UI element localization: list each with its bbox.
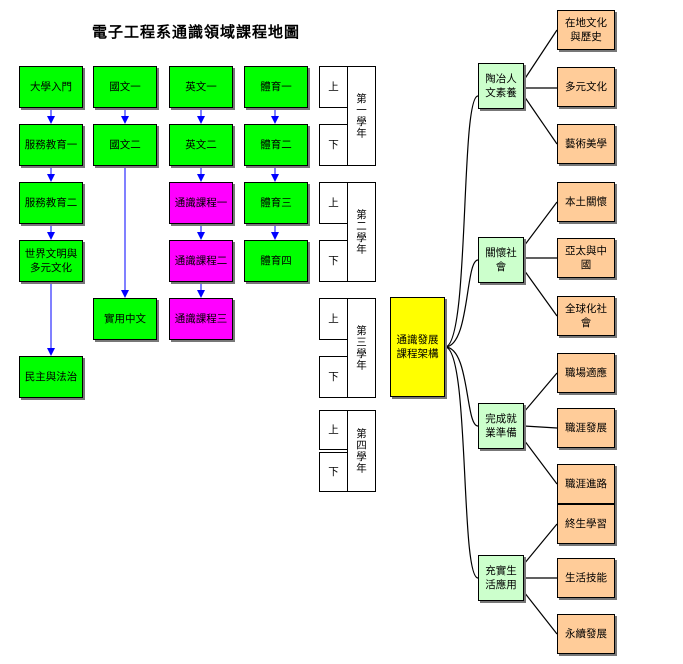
year-4-label: 第四學年: [347, 410, 376, 492]
topic-life-skills: 生活技能: [557, 558, 615, 598]
year-2-upper: 上: [319, 182, 348, 224]
branch-life-application: 充實生 活應用: [478, 555, 524, 601]
course-box-service-2: 服務教育二: [19, 182, 83, 224]
branch-social-care: 關懷社 會: [478, 237, 524, 283]
year-4-upper: 上: [319, 410, 348, 450]
course-box-general-3: 通識課程三: [169, 298, 233, 340]
branch-career-prep: 完成就 業準備: [478, 403, 524, 449]
course-box-service-1: 服務教育一: [19, 124, 83, 166]
year-1-upper: 上: [319, 66, 348, 108]
year-3-upper: 上: [319, 298, 348, 340]
topic-sustainability: 永續發展: [557, 614, 615, 654]
topic-global-society: 全球化社 會: [557, 296, 615, 336]
topic-asia-pacific-china: 亞太與中 國: [557, 238, 615, 278]
topic-workplace-adaptation: 職場適應: [557, 353, 615, 393]
year-3-label: 第三學年: [347, 298, 376, 398]
year-4-lower: 下: [319, 452, 348, 492]
year-2-label: 第二學年: [347, 182, 376, 282]
branch-humanities: 陶冶人 文素養: [478, 63, 524, 109]
course-box-democracy-law: 民主與法治: [19, 356, 83, 398]
course-box-chinese-2: 國文二: [93, 124, 157, 166]
course-box-chinese-1: 國文一: [93, 66, 157, 108]
course-box-university-intro: 大學入門: [19, 66, 83, 108]
topic-career-development: 職涯發展: [557, 408, 615, 448]
course-box-pe-4: 體育四: [244, 240, 308, 282]
course-box-pe-1: 體育一: [244, 66, 308, 108]
course-box-english-1: 英文一: [169, 66, 233, 108]
page-title: 電子工程系通識領域課程地圖: [92, 23, 301, 41]
course-box-english-2: 英文二: [169, 124, 233, 166]
progression-arrows: [47, 108, 279, 356]
topic-multiculture: 多元文化: [557, 67, 615, 107]
year-1-lower: 下: [319, 124, 348, 166]
course-box-general-2: 通識課程二: [169, 240, 233, 282]
course-box-practical-chinese: 實用中文: [93, 298, 157, 340]
topic-lifelong-learning: 終生學習: [557, 504, 615, 544]
topic-arts-aesthetics: 藝術美學: [557, 124, 615, 164]
tree-lines: [444, 29, 558, 635]
topic-local-care: 本土關懷: [557, 182, 615, 222]
year-1-label: 第一學年: [347, 66, 376, 166]
topic-local-culture-history: 在地文化 與歷史: [557, 10, 615, 50]
year-2-lower: 下: [319, 240, 348, 282]
year-3-lower: 下: [319, 356, 348, 398]
course-box-pe-3: 體育三: [244, 182, 308, 224]
topic-career-path: 職涯進路: [557, 464, 615, 504]
course-box-general-1: 通識課程一: [169, 182, 233, 224]
root-general-education-framework: 通識發展 課程架構: [390, 297, 445, 397]
course-box-world-civilization: 世界文明與 多元文化: [19, 240, 83, 282]
course-box-pe-2: 體育二: [244, 124, 308, 166]
